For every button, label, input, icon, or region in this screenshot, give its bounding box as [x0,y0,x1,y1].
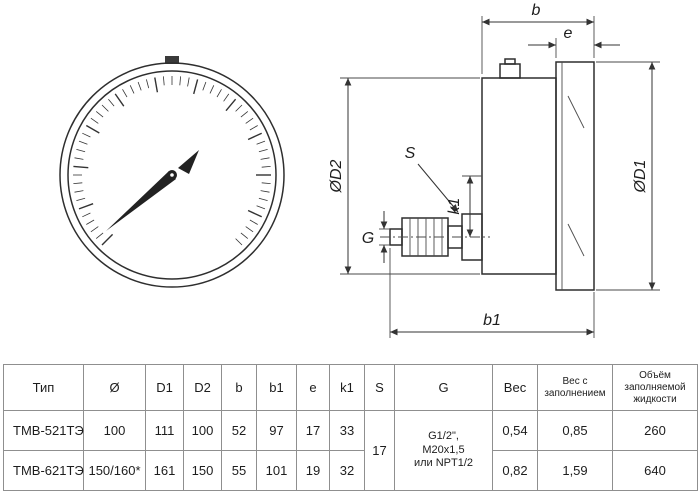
dial-ticks [73,76,271,246]
gauge-technical-drawing: b e ØD2 ØD1 S k1 G b1 [59,2,660,338]
dim-b1-label: b1 [483,312,501,329]
col-header-g: G [394,364,493,411]
col-header-e: e [296,364,330,411]
dim-s-label: S [405,145,416,162]
cell-k1: 33 [329,410,365,451]
dim-d1-label: ØD1 [632,160,649,194]
connection-stem [380,213,490,261]
cell-weight: 0,54 [492,410,538,451]
cell-weight-filled: 0,85 [537,410,613,451]
cell-type: ТМВ-521ТЭ [3,410,84,451]
cell-d1: 111 [145,410,184,451]
cell-weight: 0,82 [492,450,538,491]
filler-plug [499,58,521,79]
col-header-b1: b1 [256,364,297,411]
cell-weight-filled: 1,59 [537,450,613,491]
cell-e: 19 [296,450,330,491]
dimensions-table: Тип Ø D1 D2 b b1 e k1 S G Вес Вес с запо… [3,364,698,491]
needle [106,150,199,231]
col-header-d1: D1 [145,364,184,411]
cell-k1: 32 [329,450,365,491]
col-header-d2: D2 [183,364,222,411]
col-header-k1: k1 [329,364,365,411]
cell-diameter: 100 [83,410,146,451]
cell-d2: 150 [183,450,222,491]
cell-g-merged: G1/2", M20x1,5 или NPT1/2 [394,410,493,491]
dimensions: b e ØD2 ØD1 S k1 G b1 [328,2,660,338]
cell-volume: 640 [612,450,698,491]
cell-e: 17 [296,410,330,451]
cell-b: 55 [221,450,257,491]
cell-d1: 161 [145,450,184,491]
cell-d2: 100 [183,410,222,451]
col-header-diameter: Ø [83,364,146,411]
top-knob [165,56,179,64]
dim-e-label: e [564,25,573,42]
dim-k1-label: k1 [446,198,463,215]
cell-s-merged: 17 [364,410,395,491]
col-header-s: S [364,364,395,411]
side-view [380,58,595,291]
table-header-row: Тип Ø D1 D2 b b1 e k1 S G Вес Вес с запо… [3,364,698,411]
col-header-b: b [221,364,257,411]
cell-volume: 260 [612,410,698,451]
cell-b: 52 [221,410,257,451]
col-header-weight-filled: Вес с заполнением [537,364,613,411]
col-header-type: Тип [3,364,84,411]
dim-g-label: G [362,230,374,247]
col-header-weight: Вес [492,364,538,411]
cell-type: ТМВ-621ТЭ [3,450,84,491]
table-row: ТМВ-521ТЭ 100 111 100 52 97 17 33 17 G1/… [3,410,698,491]
dim-b-label: b [532,2,541,19]
front-view [59,56,285,288]
cell-diameter: 150/160* [83,450,146,491]
col-header-volume: Объём заполняемой жидкости [612,364,698,411]
dim-d2-label: ØD2 [328,159,345,193]
table-row: ТМВ-621ТЭ 150/160* 161 150 55 101 19 32 … [3,450,698,491]
cell-b1: 97 [256,410,297,451]
cell-b1: 101 [256,450,297,491]
